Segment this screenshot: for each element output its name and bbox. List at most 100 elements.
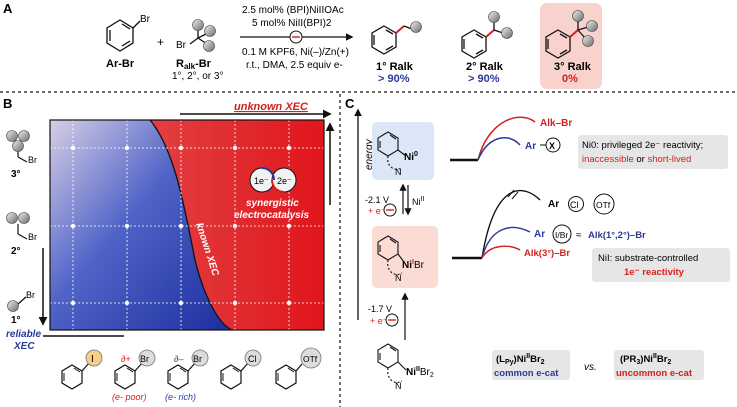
arene-bromide-poor	[114, 349, 156, 390]
alkyl-bromide-structure	[189, 19, 216, 52]
ni1-cl-label: Cl	[570, 200, 579, 210]
product-3-sphere-b	[586, 20, 598, 32]
arene-chloride	[220, 349, 262, 390]
ni1-alk3-label: Alk(3°)–Br	[524, 248, 570, 259]
ni0-box	[372, 122, 434, 180]
vs-label: vs.	[584, 362, 597, 373]
alkyl-br-atom: Br	[176, 40, 187, 51]
ni1-ar1-label: Ar	[548, 199, 559, 210]
secondary-alkyl-structure	[6, 212, 30, 240]
secondary-br: Br	[28, 232, 37, 242]
panel-a: A Br Ar-Br + Br Ralk-Br 1°, 2°, or 3° 2.…	[3, 1, 602, 89]
product-1-yield: > 90%	[378, 73, 410, 85]
tertiary-label: 3°	[11, 169, 21, 180]
ni0-alk-curve	[477, 116, 536, 161]
arene-iodide	[61, 349, 103, 390]
product-1-sphere	[410, 21, 422, 33]
ni1-otf-circle	[593, 193, 615, 215]
ni0-complex-structure	[377, 131, 407, 170]
dual-cycle-icon	[249, 167, 297, 193]
ni1-ibr-circle	[552, 224, 572, 244]
heatmap-frame	[49, 119, 325, 331]
ni1-note-line1: NiI: substrate-controlled	[598, 253, 698, 264]
ni0-ar-curve	[477, 137, 521, 161]
product-3-structure	[545, 20, 589, 59]
ni0-x-circle	[545, 137, 561, 153]
ni1-break-mark-b	[511, 191, 519, 200]
product-1-structure	[371, 25, 413, 55]
synergistic-line2: electrocatalysis	[234, 210, 309, 221]
ni2-complex-structure	[377, 343, 407, 384]
heatmap-grid-points	[70, 145, 292, 306]
panel-c: C energy N Ni0 Alk–Br Ar X Ni0: privileg…	[345, 96, 730, 391]
aryl-bromide-structure	[106, 19, 141, 52]
product-2-label: 2° Ralk	[466, 61, 504, 73]
potential2-label: -1.7 V	[368, 304, 392, 314]
arene-bromide-poor-tag: (e- poor)	[112, 392, 147, 402]
conditions-line2: 5 mol% NiII(BPI)2	[252, 18, 332, 29]
potential1-label: -2.1 V	[365, 195, 389, 205]
product-2-yield: > 90%	[468, 73, 500, 85]
ni1-ar2-label: Ar	[534, 229, 545, 240]
product-2-sphere-b	[501, 27, 513, 39]
tertiary-br: Br	[28, 155, 37, 165]
cycle-2e-label: 2e⁻	[277, 176, 292, 186]
primary-br: Br	[26, 290, 35, 300]
ni1-approx: ≈	[576, 230, 582, 241]
alkyl-degrees: 1°, 2°, or 3°	[172, 71, 223, 82]
panel-b: B unknown XEC reliable XEC kn	[3, 96, 335, 402]
arene-bromide-rich-atom: Br	[193, 354, 202, 364]
reliable-label-line2: XEC	[13, 341, 35, 352]
ni0-note-box	[578, 135, 728, 169]
panel-a-label: A	[3, 1, 13, 16]
common-ecat-box	[492, 350, 570, 380]
common-ecat-formula: (LPy)NiIIBr2	[496, 353, 545, 366]
arene-bromide-poor-atom: Br	[140, 354, 149, 364]
uncommon-ecat-box	[614, 350, 704, 380]
electrode-icon-lower	[385, 313, 399, 327]
cycle-1e-label: 1e⁻	[254, 176, 269, 186]
ni1-box	[372, 226, 438, 288]
primary-label: 1°	[11, 315, 21, 326]
reliable-label-line1: reliable	[6, 329, 41, 340]
arene-iodide-atom: I	[91, 354, 94, 365]
electrode-icon	[289, 30, 303, 44]
panel-c-label: C	[345, 96, 355, 111]
electrode-icon-upper	[383, 203, 397, 217]
conditions-line3: 0.1 M KPF6, Ni(–)/Zn(+)	[242, 47, 349, 58]
ni0-x-label: X	[549, 141, 555, 151]
ni1-complex-structure	[377, 235, 405, 276]
uncommon-ecat-label: uncommon e-cat	[616, 368, 693, 379]
ni1-cl-circle	[568, 196, 584, 212]
synergistic-line1: synergistic	[246, 198, 299, 209]
conditions-line1: 2.5 mol% (BPI)NiIIOAc	[242, 5, 344, 16]
aryl-bromide-name: Ar-Br	[106, 58, 135, 70]
ni1-otf-label: OTf	[596, 200, 611, 210]
ni1-ibr-label: I/Br	[555, 230, 568, 240]
tertiary-alkyl-structure	[6, 130, 30, 163]
ni1-n-label: N	[395, 273, 402, 283]
ni1-note-box	[592, 248, 730, 282]
ni0-ar-label: Ar	[525, 141, 536, 152]
delta-minus-label: ∂–	[174, 354, 183, 364]
product-3-yield: 0%	[562, 73, 578, 85]
product-2-sphere-a	[488, 11, 500, 23]
ni0-alk-label: Alk–Br	[540, 118, 572, 129]
ni1-alk12-label: Alk(1°,2°)–Br	[588, 230, 646, 241]
ni1-ar-cl-curve	[481, 189, 541, 259]
alkyl-bromide-name: Ralk-Br	[176, 58, 212, 71]
unknown-xec-label: unknown XEC	[234, 101, 309, 113]
arene-triflate-atom: OTf	[303, 354, 318, 364]
conditions-line4: r.t., DMA, 2.5 equiv e-	[246, 60, 343, 71]
delta-plus-label: ∂+	[121, 354, 131, 364]
product-3-sphere-a	[572, 10, 584, 22]
arene-bromide-rich-tag: (e- rich)	[165, 392, 196, 402]
ni2-comproportion-label: NiII	[412, 196, 424, 207]
ni1-ar-ibr-curve	[481, 226, 531, 259]
product-3-label: 3° Ralk	[554, 61, 592, 73]
ni1-break-mark-a	[507, 189, 515, 198]
uncommon-ecat-formula: (PR3)NiIIBr2	[620, 353, 671, 366]
arene-triflate	[275, 347, 322, 390]
common-ecat-label: common e-cat	[494, 368, 559, 379]
